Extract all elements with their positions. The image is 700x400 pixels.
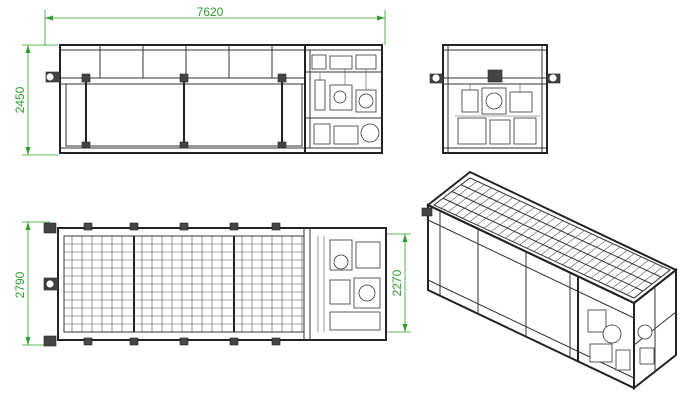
end-view: [429, 44, 561, 154]
dimension-label-width-outer: 2790: [13, 271, 27, 298]
dimension-label-height: 2450: [13, 86, 27, 113]
dimension-overall-length: 7620: [44, 5, 386, 45]
side-view: [45, 44, 383, 154]
dimension-height: 2450: [13, 44, 58, 156]
grid-line: [442, 197, 644, 292]
top-view: [43, 222, 387, 347]
dimension-width-outer: 2790: [13, 221, 50, 346]
grid-line: [451, 191, 653, 285]
grid-line: [460, 184, 662, 278]
dimension-label-width-inner: 2270: [390, 269, 404, 296]
dimension-label-length: 7620: [197, 5, 224, 19]
ice-mold-grid: [64, 236, 304, 332]
dimension-width-inner: 2270: [385, 233, 411, 333]
isometric-view: [421, 170, 678, 391]
iso-ice-mold-grid: [440, 181, 664, 295]
